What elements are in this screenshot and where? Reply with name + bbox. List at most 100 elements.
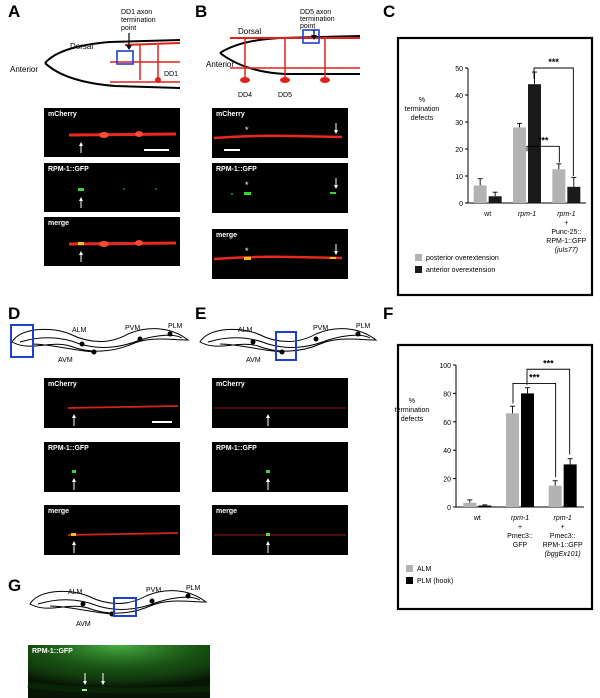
- x-category-label: Punc-25::: [551, 229, 581, 236]
- panel-label-c: C: [383, 2, 396, 21]
- panel-b-schematic: Dorsal Anterior DD5 axon termination poi…: [206, 9, 361, 99]
- legend-entry: ALM: [417, 566, 432, 573]
- micrograph-d-merge: merge: [44, 505, 180, 555]
- schematic-label-anterior: Anterior: [206, 60, 234, 69]
- micrograph-a-rpm1-gfp: RPM-1::GFP: [44, 163, 180, 212]
- y-tick-label: 0: [447, 505, 451, 512]
- legend-swatch: [415, 254, 422, 261]
- micrograph-e-merge: merge: [212, 505, 348, 555]
- y-tick-label: 40: [455, 93, 463, 100]
- micrograph-d-mcherry: mCherry: [44, 378, 180, 428]
- x-category-label: (bggEx101): [545, 551, 581, 558]
- panel-label-a: A: [8, 2, 21, 21]
- x-category-label: +: [518, 524, 522, 531]
- x-category-label: (juIs77): [555, 247, 578, 254]
- neuron-label-pvm: PVM: [313, 325, 328, 332]
- schematic-callout-line-3: point: [300, 23, 315, 30]
- neuron-label-avm: AVM: [58, 357, 73, 364]
- bar-posterior-overextension: [473, 185, 487, 203]
- bar-anterior-overextension: [528, 84, 541, 203]
- y-tick-label: 30: [455, 120, 463, 127]
- panel-label-d: D: [8, 304, 21, 323]
- schematic-neuron-label: DD1: [164, 71, 178, 78]
- legend-entry: anterior overextension: [426, 267, 495, 274]
- neuron-label-plm: PLM: [356, 323, 371, 330]
- micrograph-b-merge: merge *: [212, 229, 348, 279]
- x-category-label: +: [564, 220, 568, 227]
- y-tick-label: 40: [443, 448, 451, 455]
- y-tick-label: 20: [443, 477, 451, 484]
- significance-marker: ***: [543, 358, 554, 368]
- panel-label-f: F: [383, 304, 394, 323]
- micrograph-a-merge: merge: [44, 217, 180, 266]
- neuron-label-pvm: PVM: [125, 325, 140, 332]
- schematic-label-dorsal: Dorsal: [70, 42, 93, 51]
- micrograph-b-rpm1-gfp: RPM-1::GFP *: [212, 163, 348, 213]
- significance-bracket: [526, 145, 560, 163]
- svg-text:*: *: [245, 246, 249, 256]
- bar-anterior-overextension: [488, 196, 502, 203]
- x-category-label: +: [561, 524, 565, 531]
- schematic-callout-line-2: termination: [300, 16, 335, 23]
- neuron-label-avm: AVM: [76, 621, 91, 628]
- worm-schematic-e: ALM PVM PLM AVM: [199, 323, 378, 364]
- x-category-label: rpm-1: [557, 211, 575, 218]
- neuron-label-alm: ALM: [68, 589, 83, 596]
- legend-swatch: [406, 565, 413, 572]
- y-tick-label: 0: [459, 201, 463, 208]
- bar-plm-hook-: [478, 505, 492, 507]
- schematic-callout-line-1: DD5 axon: [300, 9, 331, 16]
- schematic-label-anterior: Anterior: [10, 65, 38, 74]
- legend-swatch: [415, 266, 422, 273]
- y-tick-label: 80: [443, 391, 451, 398]
- svg-text:*: *: [245, 125, 249, 135]
- significance-bracket: [526, 368, 571, 455]
- bar-alm: [463, 502, 477, 507]
- legend-entry: PLM (hook): [417, 578, 453, 585]
- y-tick-label: 20: [455, 147, 463, 154]
- y-axis-label: termination: [405, 106, 440, 113]
- x-category-label: rpm-1: [554, 515, 572, 522]
- schematic-neuron-dd4: DD4: [238, 92, 252, 99]
- schematic-neuron-dd5: DD5: [278, 92, 292, 99]
- y-axis-label: %: [419, 97, 425, 104]
- panel-label-g: G: [8, 576, 22, 595]
- panel-label-b: B: [195, 2, 208, 21]
- x-category-label: GFP: [513, 542, 528, 549]
- x-category-label: rpm-1: [511, 515, 529, 522]
- schematic-callout-line-2: termination: [121, 17, 156, 24]
- panel-label-e: E: [195, 304, 207, 323]
- significance-marker: ***: [548, 57, 559, 67]
- svg-text:*: *: [245, 180, 249, 190]
- x-category-label: RPM-1::GFP: [546, 238, 586, 245]
- neuron-label-pvm: PVM: [146, 587, 161, 594]
- y-axis-label: defects: [411, 115, 434, 122]
- neuron-label-alm: ALM: [72, 327, 87, 334]
- neuron-label-avm: AVM: [246, 357, 261, 364]
- y-axis-label: termination: [395, 407, 430, 414]
- neuron-label-plm: PLM: [186, 585, 201, 592]
- bar-posterior-overextension: [513, 127, 526, 203]
- schematic-callout-line-1: DD1 axon: [121, 9, 152, 16]
- y-tick-label: 50: [455, 66, 463, 73]
- bar-posterior-overextension: [552, 169, 566, 203]
- worm-schematic-d: ALM PVM PLM AVM: [10, 323, 190, 364]
- y-tick-label: 100: [439, 363, 451, 370]
- x-category-label: rpm-1: [518, 211, 536, 218]
- bar-anterior-overextension: [567, 186, 581, 203]
- bar-alm: [548, 485, 562, 507]
- x-category-label: RPM-1::GFP: [543, 542, 583, 549]
- y-axis-label: %: [409, 398, 415, 405]
- bar-plm-hook-: [563, 464, 577, 507]
- worm-schematic-g: ALM PVM PLM AVM: [29, 585, 208, 628]
- bar-plm-hook-: [521, 393, 534, 507]
- micrograph-a-mcherry: mCherry: [44, 108, 180, 157]
- micrograph-b-mcherry: mCherry *: [212, 108, 348, 158]
- significance-bracket: [533, 67, 574, 176]
- micrograph-g-rpm1-gfp: RPM-1::GFP: [27, 645, 211, 698]
- legend-swatch: [406, 577, 413, 584]
- legend-entry: posterior overextension: [426, 255, 499, 262]
- micrograph-d-rpm1-gfp: RPM-1::GFP: [44, 442, 180, 492]
